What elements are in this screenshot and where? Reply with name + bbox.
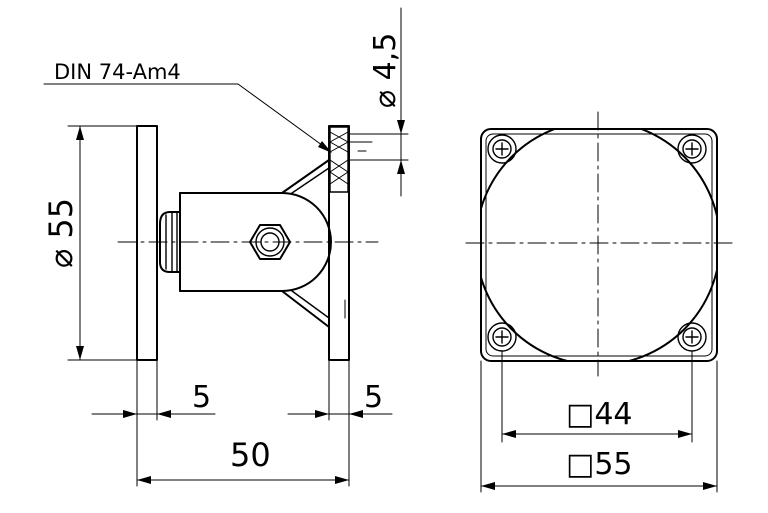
dia-small-label: ⌀ 4,5 xyxy=(368,33,403,108)
plate-knob xyxy=(159,211,181,273)
back-plate xyxy=(136,125,158,361)
overall-length-label: 50 xyxy=(230,436,271,474)
side-view: DIN 74-Am4 ⌀ 4,5 ⌀ 55 5 xyxy=(42,7,409,487)
dim-thickness-right xyxy=(287,410,393,418)
bracket xyxy=(281,159,330,328)
hex-nut-icon xyxy=(249,224,291,260)
hole-spacing-label: □44 xyxy=(566,397,633,432)
dim-square-size xyxy=(480,482,718,490)
phillips-screw-icon xyxy=(487,134,517,164)
square-plate xyxy=(480,128,718,362)
dim-overall-length xyxy=(136,476,350,484)
phillips-screw-icon xyxy=(677,322,707,352)
dia-large-label: ⌀ 55 xyxy=(42,198,80,268)
dim-thickness-left xyxy=(91,410,216,418)
din-label: DIN 74-Am4 xyxy=(54,60,181,84)
thick-left-label: 5 xyxy=(192,380,211,415)
din-leader xyxy=(43,83,332,153)
front-view: □44 □55 xyxy=(465,111,733,493)
square-size-label: □55 xyxy=(566,447,633,482)
dim-hole-spacing xyxy=(501,430,693,438)
front-plate xyxy=(328,125,350,361)
thick-right-label: 5 xyxy=(364,380,383,415)
phillips-screw-icon xyxy=(677,134,707,164)
shaft-body xyxy=(179,192,332,292)
dim-large-diameter xyxy=(67,125,138,361)
phillips-screw-icon xyxy=(487,322,517,352)
dim-small-diameter xyxy=(347,7,409,197)
